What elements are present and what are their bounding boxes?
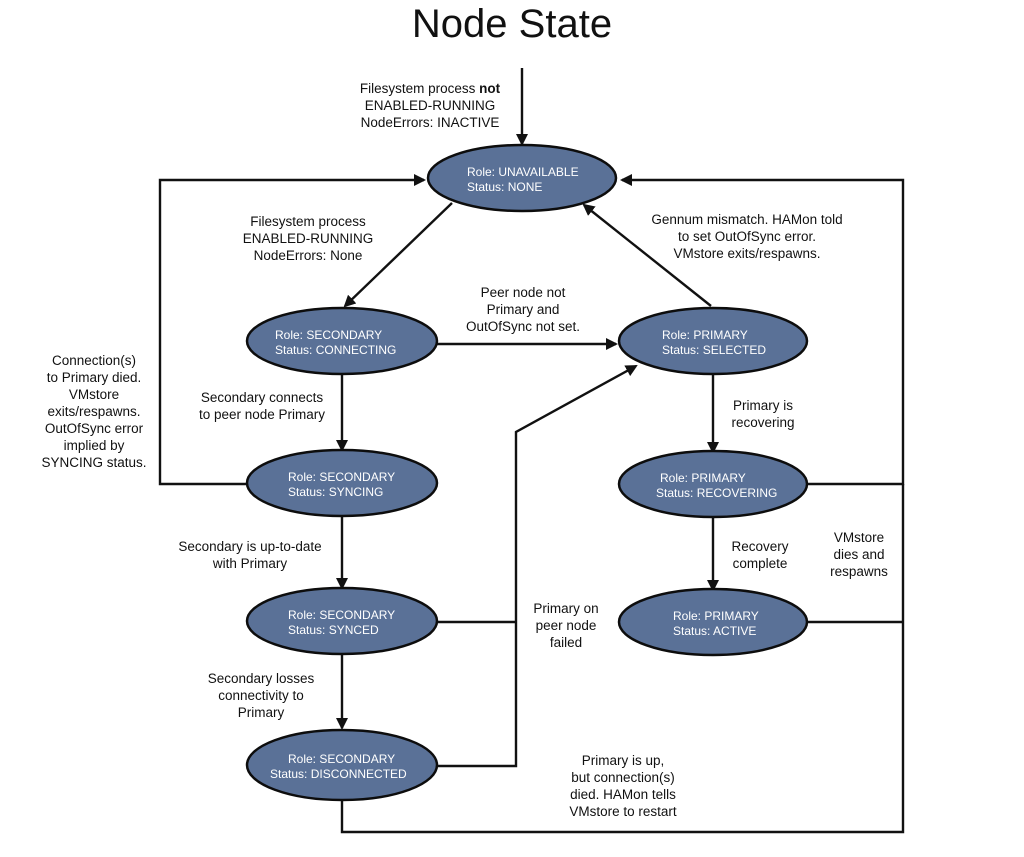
node-status: Status: RECOVERING [656,486,777,500]
label-line: exits/respawns. [47,404,140,419]
label-up-to-date: Secondary is up-to-date with Primary [178,539,321,571]
node-role: Role: PRIMARY [660,471,746,485]
label-line: Connection(s) [52,353,136,368]
label-primary-recovering: Primary is recovering [731,398,794,430]
node-primary-selected: Role: PRIMARY Status: SELECTED [617,306,809,376]
label-line: Primary and [487,302,560,317]
label-line: implied by [64,438,125,453]
label-line: to set OutOfSync error. [678,229,816,244]
label-line: Secondary is up-to-date [178,539,321,554]
label-gennum: Gennum mismatch. HAMon told to set OutOf… [651,212,842,261]
label-line: NodeErrors: INACTIVE [361,115,500,130]
label-line: Secondary losses [208,671,315,686]
label-line: Filesystem process not [360,81,501,96]
label-line: VMstore exits/respawns. [673,246,820,261]
label-line: failed [550,635,582,650]
label-line: VMstore [834,530,884,545]
label-line: OutOfSync error [45,421,144,436]
node-role: Role: SECONDARY [288,608,395,622]
label-line: Gennum mismatch. HAMon told [651,212,842,227]
label-line: recovering [731,415,794,430]
label-line: to Primary died. [47,370,142,385]
edge-selected-to-unavailable [582,203,712,307]
node-role: Role: PRIMARY [673,609,759,623]
label-line: Primary on [533,601,598,616]
label-secondary-connects: Secondary connects to peer node Primary [199,390,325,422]
label-peer-not-primary: Peer node not Primary and OutOfSync not … [466,285,580,334]
node-role: Role: UNAVAILABLE [467,165,579,179]
label-line: dies and [833,547,884,562]
page-title: Node State [411,2,613,46]
label-line: Filesystem process [250,214,366,229]
label-primary-up: Primary is up, but connection(s) died. H… [569,753,677,819]
node-status: Status: SYNCING [288,485,383,499]
node-role: Role: SECONDARY [288,752,395,766]
label-line: with Primary [212,556,288,571]
label-entry: Filesystem process not ENABLED-RUNNING N… [360,81,501,130]
label-line: complete [733,556,788,571]
label-line: to peer node Primary [199,407,325,422]
node-secondary-connecting: Role: SECONDARY Status: CONNECTING [245,306,439,376]
label-line: peer node [536,618,597,633]
node-status: Status: ACTIVE [673,624,756,638]
node-primary-active: Role: PRIMARY Status: ACTIVE [617,587,809,657]
label-line: connectivity to [218,688,304,703]
label-primary-failed: Primary on peer node failed [533,601,598,650]
label-connection-died: Connection(s) to Primary died. VMstore e… [41,353,146,470]
label-fs-running: Filesystem process ENABLED-RUNNING NodeE… [243,214,374,263]
node-role: Role: SECONDARY [275,328,382,342]
label-line: Primary [238,705,285,720]
node-secondary-syncing: Role: SECONDARY Status: SYNCING [245,448,439,518]
label-vmstore-dies: VMstore dies and respawns [830,530,888,579]
label-line: Primary is [733,398,793,413]
label-line: Primary is up, [582,753,665,768]
label-line: Peer node not [481,285,566,300]
node-primary-recovering: Role: PRIMARY Status: RECOVERING [617,449,809,519]
label-line: died. HAMon tells [570,787,676,802]
label-line: respawns [830,564,888,579]
edge-disconnected-to-selected [434,364,638,768]
edge-syncing-to-unavailable [158,174,426,486]
node-secondary-synced: Role: SECONDARY Status: SYNCED [245,586,439,656]
edge-disconnected-bottom [340,484,905,834]
node-status: Status: SELECTED [662,343,766,357]
node-role: Role: SECONDARY [288,470,395,484]
label-line: OutOfSync not set. [466,319,580,334]
label-line: Secondary connects [201,390,324,405]
edge-recovering-to-unavailable [620,174,905,486]
node-secondary-disconnected: Role: SECONDARY Status: DISCONNECTED [245,728,439,802]
node-status: Status: CONNECTING [275,343,396,357]
edge-unavailable-to-connecting [343,202,453,308]
label-recovery-complete: Recovery complete [731,539,788,571]
label-line: ENABLED-RUNNING [243,231,374,246]
label-line: SYNCING status. [41,455,146,470]
label-line: VMstore [69,387,119,402]
label-line: but connection(s) [571,770,675,785]
edges [158,68,905,834]
label-line: Recovery [731,539,788,554]
node-status: Status: NONE [467,180,542,194]
node-status: Status: DISCONNECTED [270,767,407,781]
node-status: Status: SYNCED [288,623,379,637]
label-line: NodeErrors: None [254,248,363,263]
node-unavailable: Role: UNAVAILABLE Status: NONE [426,143,618,213]
label-line: ENABLED-RUNNING [365,98,496,113]
label-line: VMstore to restart [569,804,677,819]
label-loses-connectivity: Secondary losses connectivity to Primary [208,671,315,720]
node-role: Role: PRIMARY [662,328,748,342]
